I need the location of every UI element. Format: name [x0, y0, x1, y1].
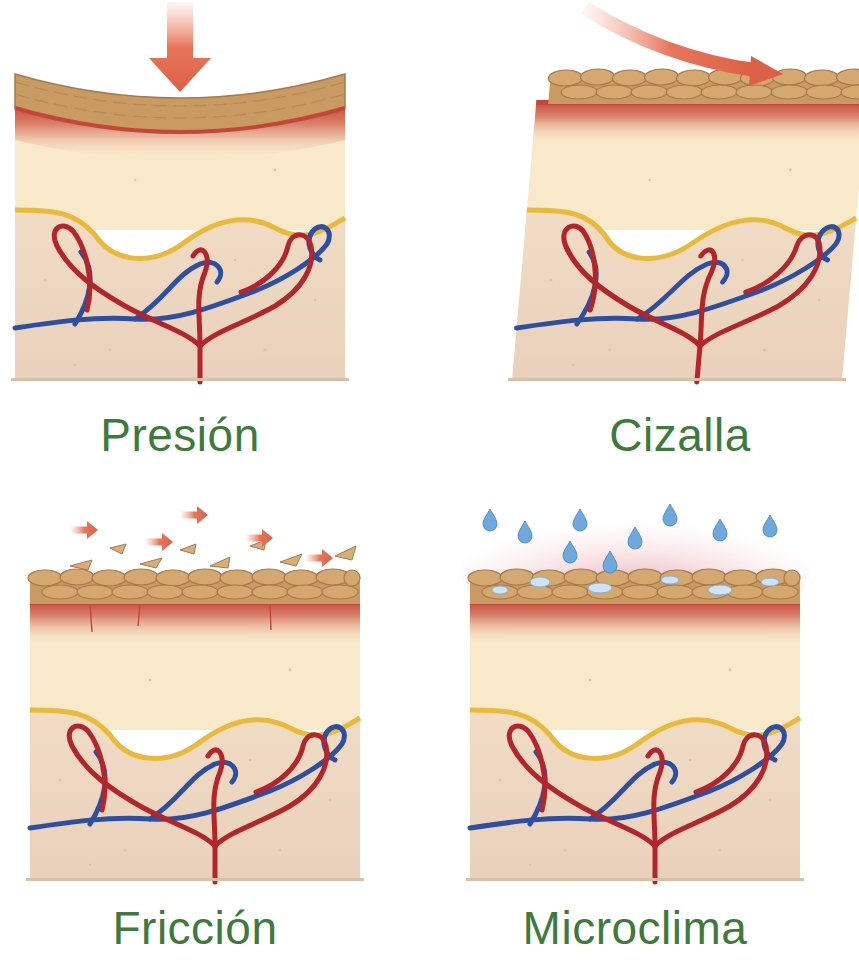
cracks	[90, 604, 271, 632]
panel-label: Cizalla	[609, 410, 751, 461]
pressure-arrow	[149, 2, 211, 92]
tissue-block	[11, 100, 349, 382]
microclimate-panel	[460, 500, 810, 882]
water-drop	[573, 509, 587, 531]
shear-arrow	[585, 8, 783, 86]
motion-arrow	[146, 533, 173, 551]
dermis-line	[15, 108, 345, 132]
epidermis	[28, 569, 360, 604]
panel-label: Fricción	[112, 903, 277, 954]
panel-label: Presión	[100, 410, 259, 461]
motion-arrow	[71, 521, 98, 539]
water-drop	[663, 504, 677, 526]
panel-label: Microclima	[523, 903, 748, 954]
epidermis	[468, 569, 800, 604]
pressure-panel	[11, 2, 349, 382]
water-drop	[563, 541, 577, 563]
water-drop	[483, 509, 497, 531]
water-drop	[518, 521, 532, 543]
water-drop	[603, 551, 617, 573]
shear-panel	[508, 60, 859, 382]
tissue-block	[508, 100, 859, 382]
water-drop	[713, 519, 727, 541]
water-drop	[763, 515, 777, 537]
epidermis	[546, 69, 859, 104]
water-drop	[628, 527, 642, 549]
shear-arrow-head	[749, 56, 783, 86]
skin-flakes	[70, 540, 356, 570]
moisture-bubbles	[492, 576, 779, 595]
tissue-block	[26, 600, 364, 882]
friction-panel	[26, 506, 364, 882]
motion-arrow	[306, 549, 333, 567]
tissue-block	[466, 600, 804, 882]
shear-arrow-shaft	[585, 8, 755, 70]
motion-arrow	[246, 529, 273, 547]
motion-arrow	[181, 506, 208, 524]
